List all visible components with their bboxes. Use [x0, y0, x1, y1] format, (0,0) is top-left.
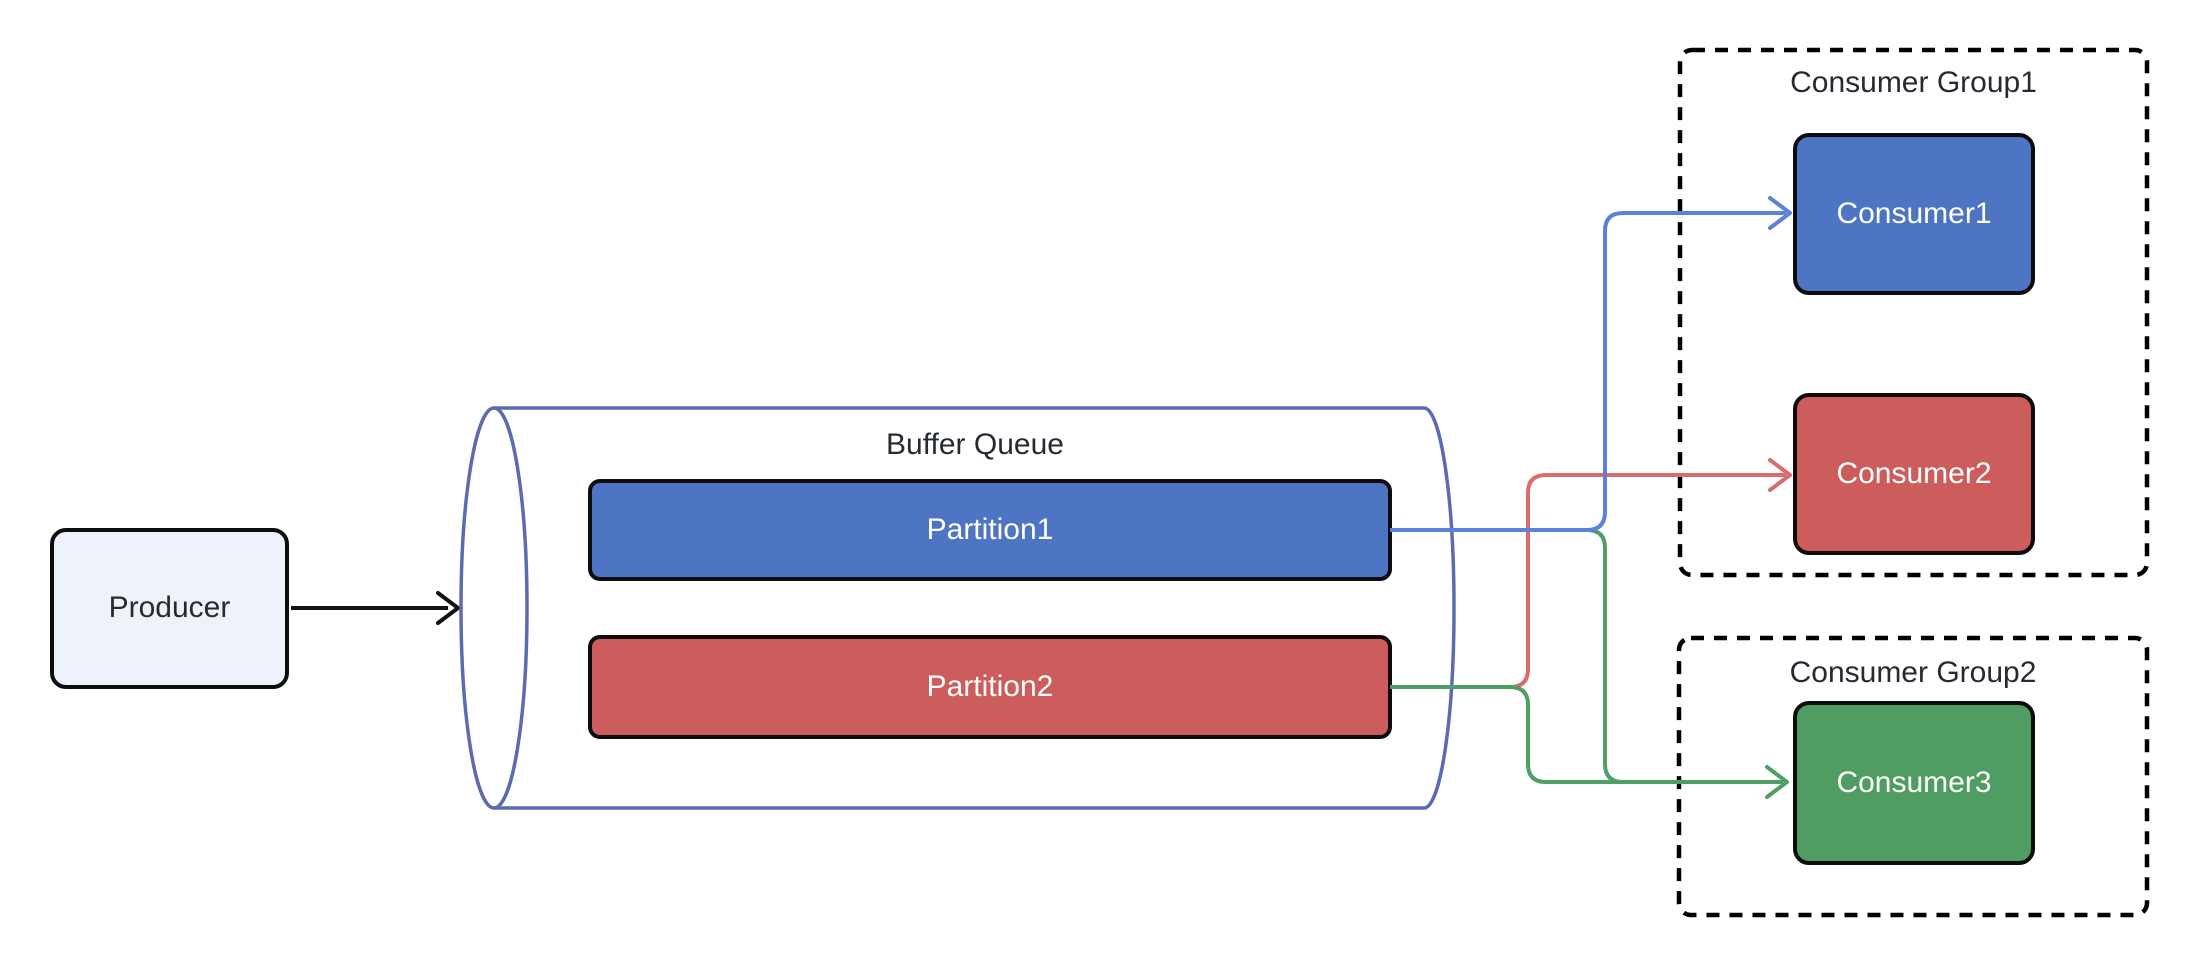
- arrowhead-consumer2-icon: [1768, 458, 1792, 492]
- partition1-node: [588, 479, 1392, 581]
- buffer-queue-cylinder-cap: [459, 406, 529, 810]
- edge-partition2-to-consumer3: [1390, 685, 1783, 784]
- arrowhead-consumer1-icon: [1768, 196, 1792, 230]
- consumer2-node: [1793, 393, 2035, 555]
- edge-partition1-to-consumer1: [1390, 211, 1786, 532]
- arrowhead-consumer3-icon: [1765, 765, 1789, 799]
- producer-node: [50, 528, 289, 689]
- consumer1-node: [1793, 133, 2035, 295]
- arrowhead-producer-to-queue-icon: [436, 591, 460, 625]
- partition2-node: [588, 635, 1392, 739]
- consumer-group1-container: [1677, 47, 2150, 578]
- consumer-group2-container: [1676, 635, 2150, 918]
- buffer-queue-cylinder-body: [494, 406, 1456, 810]
- consumer3-node: [1793, 701, 2035, 865]
